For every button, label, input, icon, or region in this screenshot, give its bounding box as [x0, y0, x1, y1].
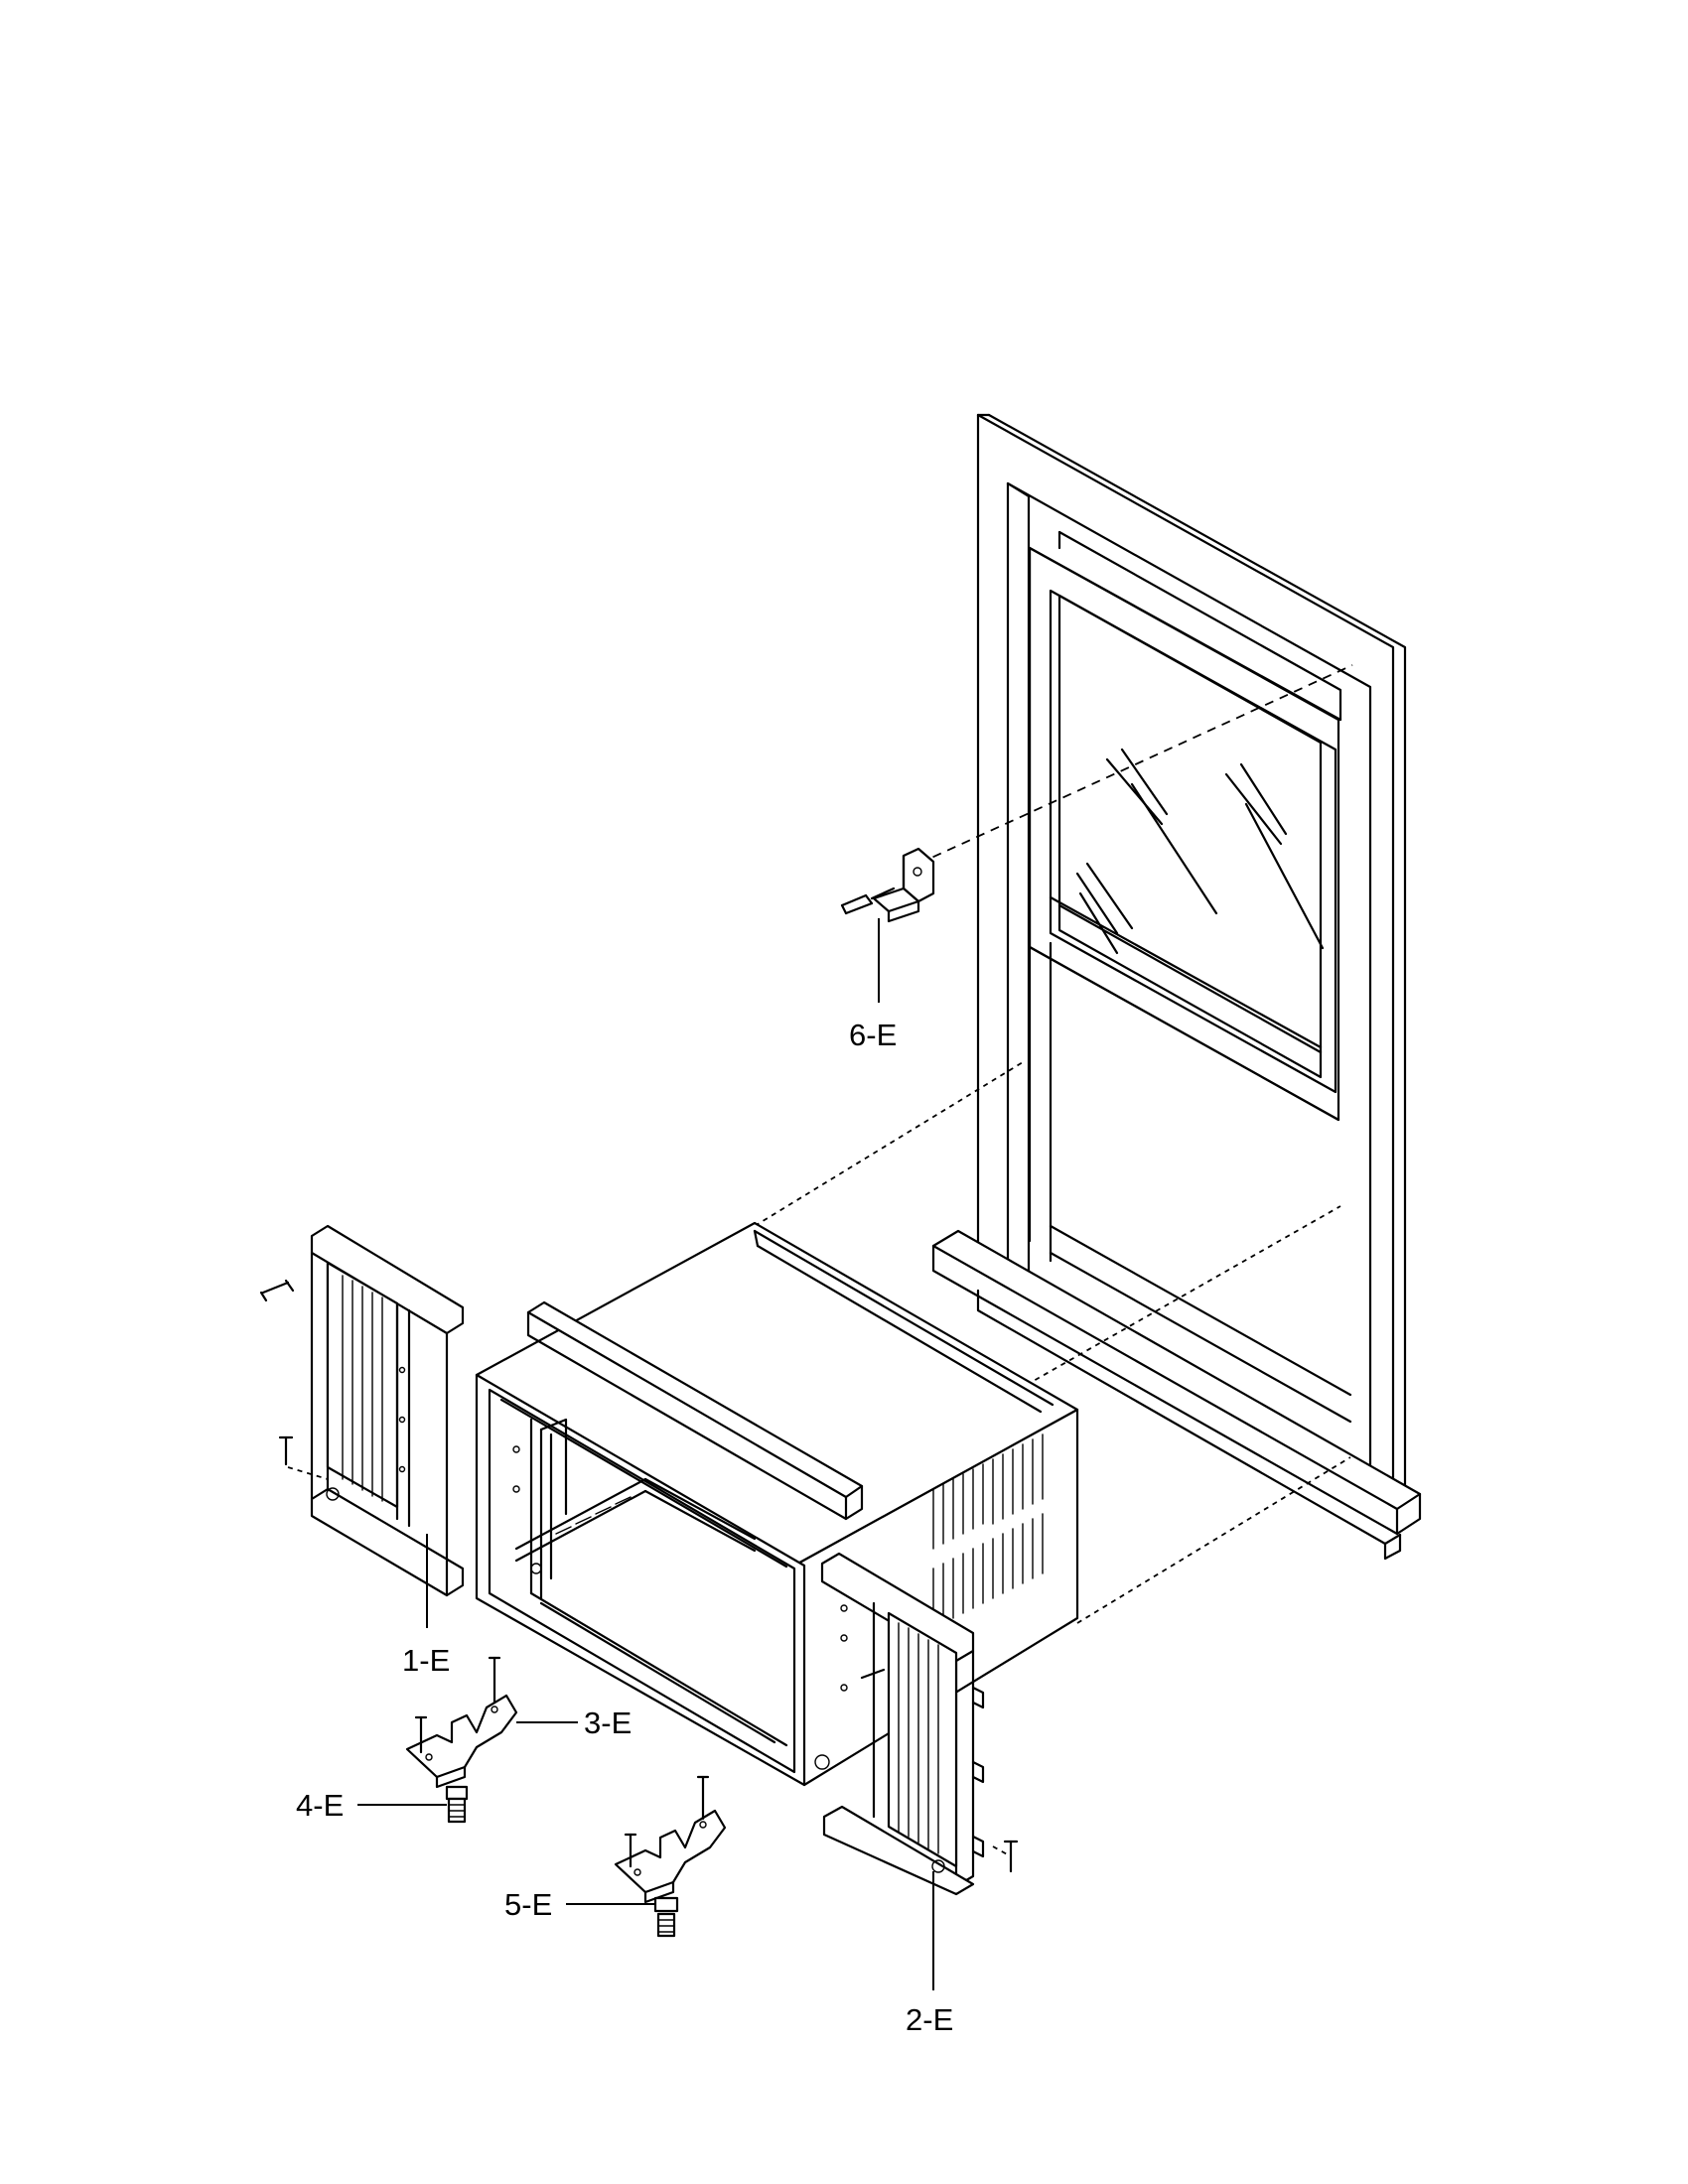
part-label-2e: 2-E [906, 2002, 953, 2037]
part-label-6e: 6-E [849, 1018, 897, 1052]
window-bracket-6e [840, 847, 935, 923]
support-bracket-5e [614, 1775, 727, 1904]
air-conditioner-cabinet [475, 1221, 1079, 1787]
right-side-panel-2e [820, 1552, 1019, 1896]
part-label-5e: 5-E [504, 1887, 552, 1922]
window-frame [976, 413, 1407, 1501]
alignment-lines [287, 664, 1353, 1857]
left-side-panel-1e [259, 1224, 465, 1597]
part-label-4e: 4-E [296, 1788, 344, 1823]
bolt-nut-5e [653, 1896, 679, 1938]
part-label-3e: 3-E [584, 1706, 632, 1740]
window-sill [931, 1229, 1422, 1561]
bolt-nut-4e [445, 1785, 469, 1824]
part-label-1e: 1-E [402, 1643, 450, 1678]
support-bracket-3e [405, 1656, 518, 1789]
